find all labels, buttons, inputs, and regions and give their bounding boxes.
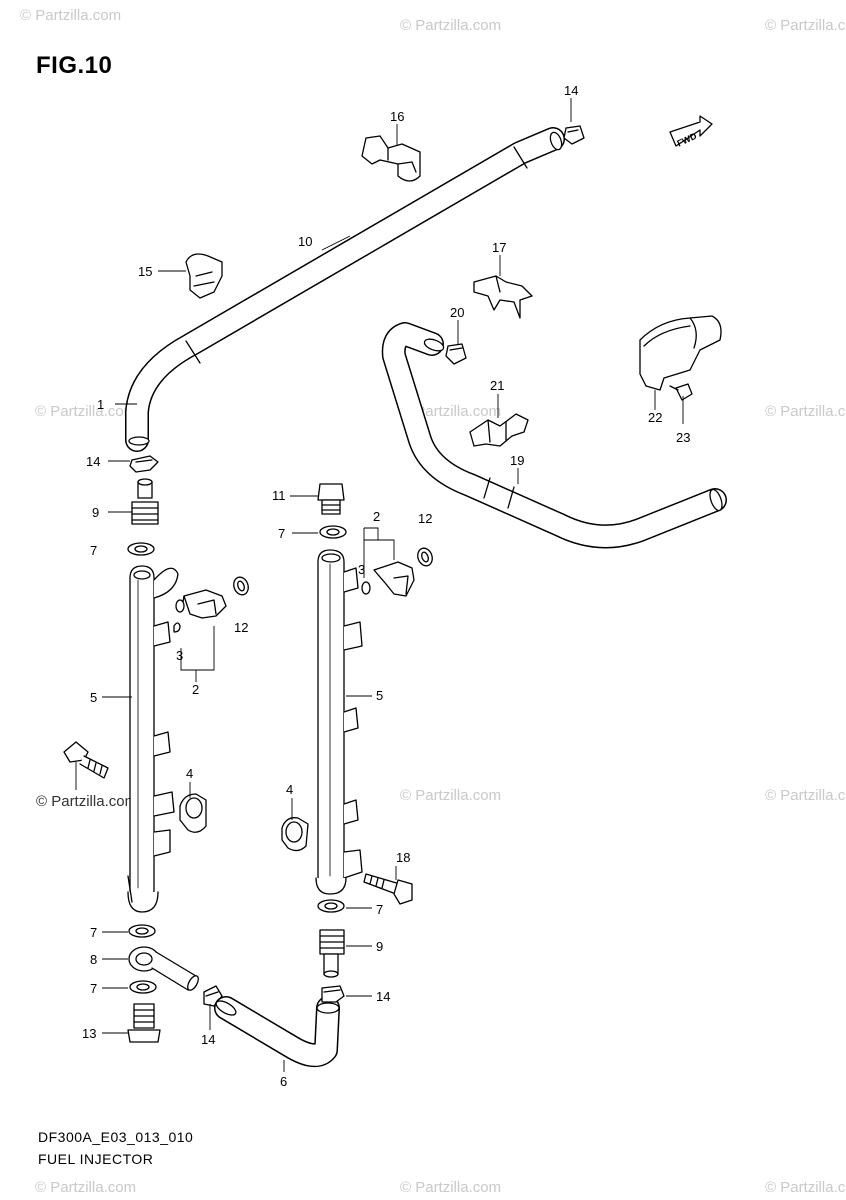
callout-5: 5 — [376, 688, 383, 703]
watermark-text: © Partzilla.com — [35, 403, 136, 420]
oring-12-right — [417, 547, 433, 567]
callout-14: 14 — [564, 83, 578, 98]
callout-1: 1 — [97, 397, 104, 412]
fwd-arrow-icon: FWD — [669, 115, 713, 149]
callout-7: 7 — [90, 925, 97, 940]
callout-23: 23 — [676, 430, 690, 445]
callout-15: 15 — [138, 264, 152, 279]
hose-6 — [214, 996, 340, 1068]
callout-2: 2 — [373, 509, 380, 524]
callout-22: 22 — [648, 410, 662, 425]
callout-19: 19 — [510, 453, 524, 468]
watermark-text: © Partzilla.com — [765, 787, 846, 804]
callout-7: 7 — [278, 526, 285, 541]
washer-7-right-top — [319, 525, 347, 539]
fuel-rail-5-right — [315, 549, 363, 895]
callout-7: 7 — [90, 981, 97, 996]
washer-7-left-bottom — [129, 980, 157, 994]
diagram-name: FUEL INJECTOR — [38, 1151, 154, 1167]
callout-20: 20 — [450, 305, 464, 320]
spacer-4-right — [281, 817, 309, 852]
bolt-18-left — [63, 741, 109, 779]
callout-7: 7 — [90, 543, 97, 558]
hose-clamp-14-left — [129, 455, 159, 473]
clip-21 — [469, 413, 529, 447]
callout-3: 3 — [358, 562, 365, 577]
callout-4: 4 — [286, 782, 293, 797]
washer-7-right-bottom — [317, 899, 345, 913]
callout-layer: 14 16 10 15 17 20 21 1 22 23 14 19 11 9 … — [82, 83, 690, 1089]
callout-14: 14 — [376, 989, 390, 1004]
callout-6: 6 — [280, 1074, 287, 1089]
washer-7-left-top — [127, 542, 155, 556]
watermark-text: © Partzilla.com — [20, 7, 121, 24]
callout-12: 12 — [418, 511, 432, 526]
callout-14: 14 — [86, 454, 100, 469]
plug-11 — [317, 483, 345, 515]
callout-12: 12 — [234, 620, 248, 635]
leader-lines — [75, 98, 684, 1072]
callout-13: 13 — [82, 1026, 96, 1041]
watermark-text: © Partzilla.com — [765, 17, 846, 34]
clip-15 — [185, 253, 223, 299]
watermark-text: © Partzilla.com — [765, 403, 846, 420]
clip-16 — [361, 135, 421, 182]
bracket-22 — [639, 315, 722, 391]
watermark-text: © Partzilla.com — [400, 787, 501, 804]
callout-7: 7 — [376, 902, 383, 917]
callout-3: 3 — [176, 648, 183, 663]
diagram-code: DF300A_E03_013_010 — [38, 1129, 194, 1145]
clip-17 — [473, 275, 533, 319]
watermark-text: © Partzilla.com — [400, 403, 501, 420]
callout-10: 10 — [298, 234, 312, 249]
callout-17: 17 — [492, 240, 506, 255]
watermark-layer: © Partzilla.com © Partzilla.com © Partzi… — [20, 7, 846, 1196]
fitting-9-right — [319, 929, 345, 978]
watermark-text: © Partzilla.com — [35, 1179, 136, 1196]
callout-21: 21 — [490, 378, 504, 393]
banjo-fitting-8 — [128, 946, 199, 991]
watermark-text: © Partzilla.com — [765, 1179, 846, 1196]
watermark-text: © Partzilla.com — [400, 17, 501, 34]
injector-right — [361, 561, 415, 597]
callout-9: 9 — [92, 505, 99, 520]
callout-8: 8 — [90, 952, 97, 967]
injector-left — [173, 589, 227, 633]
oring-12-left — [233, 576, 249, 596]
watermark-text: © Partzilla.com — [400, 1179, 501, 1196]
callout-9: 9 — [376, 939, 383, 954]
watermark-text-dark: © Partzilla.com — [36, 793, 137, 810]
hose-10 — [125, 127, 565, 452]
callout-18: 18 — [396, 850, 410, 865]
figure-title: FIG.10 — [36, 52, 113, 79]
callout-2: 2 — [192, 682, 199, 697]
fuel-rail-5-left — [127, 565, 179, 913]
callout-16: 16 — [390, 109, 404, 124]
banjo-bolt-13 — [127, 1003, 161, 1043]
callout-5: 5 — [90, 690, 97, 705]
hose-clamp-14-right — [321, 985, 345, 1003]
spacer-4-left — [179, 793, 207, 833]
callout-4: 4 — [186, 766, 193, 781]
washer-7-left-mid — [128, 924, 156, 938]
bolt-23 — [669, 383, 693, 401]
fitting-9-left — [131, 478, 159, 525]
hose-clamp-20 — [445, 343, 467, 365]
hose-19 — [381, 322, 727, 549]
bolt-18-right — [363, 873, 413, 905]
hose-clamp-14 — [563, 125, 585, 145]
callout-14: 14 — [201, 1032, 215, 1047]
callout-11: 11 — [272, 488, 286, 503]
